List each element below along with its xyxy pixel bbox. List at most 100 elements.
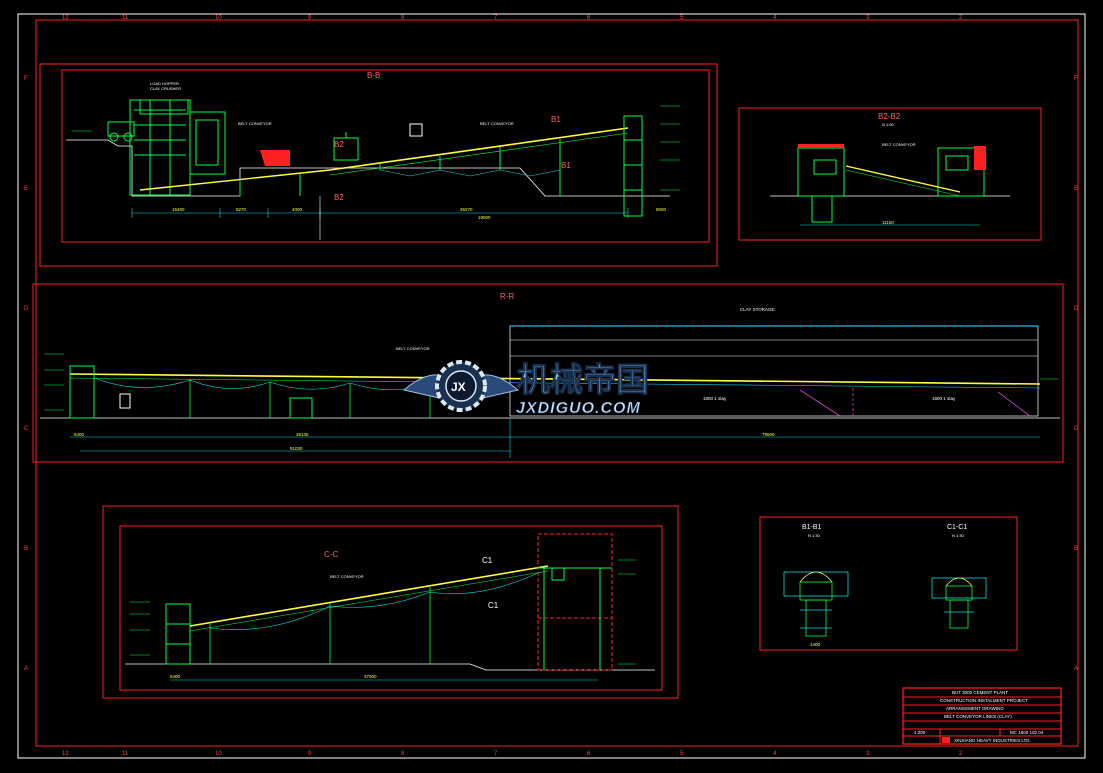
rr-dim: 36135 [296,432,309,437]
bb-section-mark: B1 [561,161,571,170]
bb-section-mark: B2 [334,193,344,202]
border-letter-right: F [1074,76,1078,82]
b2b2-note: BELT CONVEYOR [882,142,916,147]
view-c1c1-scale: N 1:30 [952,533,965,538]
border-letter-right: C [1074,426,1079,432]
title-block-drawing-title: BELT CONVEYOR LINES (CLAY) [944,714,1012,719]
title-block-drawing-type: ARRANGEMENT DRAWING [946,706,1004,711]
view-b2b2: B2-B2 N 1:50 11150 BELT CONVEYOR [738,107,1042,241]
watermark-logo: JX 机械帝国 JXDIGUO.COM [402,360,650,417]
border-tick-top: 4 [773,15,777,21]
border-tick-bottom: 2 [959,751,963,757]
cc-ground-line [125,663,655,671]
view-cc: C-C BELT CONVEYOR C1 C1 5400 37000 [102,505,679,699]
view-rr: R-R CLAY STORAGE 1800 1 stay [32,283,1064,463]
border-tick-top: 2 [959,15,963,21]
view-b2b2-scale: N 1:50 [882,122,895,127]
border-letter-left: D [24,306,29,312]
view-rr-title: R-R [500,292,514,301]
rr-bay-label: 1800 1 stay [932,396,956,401]
c1c1-section [931,577,987,629]
border-letter-left: E [24,186,28,192]
border-tick-top: 3 [866,15,870,21]
bb-dim: 36270 [460,207,473,212]
cc-note: BELT CONVEYOR [330,574,364,579]
border-ticks: 12 11 10 9 8 7 6 5 4 3 2 12 11 10 9 8 7 … [24,15,1079,757]
b1b1-dim: 1400 [810,642,821,647]
bb-note: BELT CONVEYOR [238,121,272,126]
bb-red-hopper [260,150,290,166]
bb-dim: 15400 [172,207,185,212]
bb-conveyor-low [139,169,331,191]
rr-conveyor [69,373,1041,385]
border-tick-top: 10 [215,15,222,21]
view-b1b1-title: B1-B1 [802,524,822,531]
border-letter-left: F [24,76,28,82]
view-b1b1-c1c1: B1-B1 N 1:30 C1-C1 N 1:30 1400 [759,516,1018,651]
view-bb-title: B-B [367,71,380,80]
rr-dim: 5400 [74,432,85,437]
bb-note: CLAY CRUSHER [150,86,181,91]
watermark-emblem: JX [451,380,466,394]
cc-head-building [537,533,613,671]
border-tick-bottom: 4 [773,751,777,757]
bb-note: BELT CONVEYOR [480,121,514,126]
border-letter-right: E [1074,186,1078,192]
bb-section-mark: B1 [551,115,561,124]
title-block-project: BUT 3000 CEMENT PLANT [952,690,1008,695]
bb-ground-line [66,139,670,197]
bb-dim: 8270 [236,207,247,212]
title-block-drawing-no: MC 1800 102 04 [1010,730,1044,735]
bb-dim: 4000 [292,207,303,212]
border-tick-top: 9 [308,15,312,21]
view-b1b1-scale: N 1:30 [808,533,821,538]
border-letter-left: B [24,546,28,552]
bb-conveyor-main [329,127,629,171]
title-block-scale: 1:200 [914,730,926,735]
border-tick-bottom: 10 [215,751,222,757]
title-block-subproject: CONSTRUCTION INSTALMENT PROJECT [940,698,1028,703]
border-tick-bottom: 11 [122,751,129,757]
border-tick-top: 11 [122,15,129,21]
rr-head-tower [69,365,95,419]
view-b2b2-title: B2-B2 [878,112,901,121]
bb-dim: 8000 [656,207,667,212]
cc-conveyor [189,565,549,627]
border-tick-bottom: 9 [308,751,312,757]
cc-section-mark: C1 [488,601,499,610]
title-block: BUT 3000 CEMENT PLANT CONSTRUCTION INSTA… [902,687,1062,745]
rr-bay-label: 1800 1 stay [703,396,727,401]
b2b2-conveyor [845,165,961,193]
border-tick-bottom: 8 [401,751,405,757]
cc-section-mark: C1 [482,556,493,565]
rr-dim: 81030 [290,446,303,451]
title-block-company: XINXIANG HEAVY INDUSTRIES LTD. [954,738,1031,743]
border-tick-top: 5 [680,15,684,21]
border-tick-bottom: 5 [680,751,684,757]
bb-section-mark: B2 [334,140,344,149]
border-letter-right: A [1074,666,1078,672]
rr-storage-label: CLAY STORAGE [740,307,775,312]
b2b2-dim: 11150 [882,220,894,225]
border-letter-left: C [24,426,29,432]
border-tick-top: 12 [62,15,69,21]
border-tick-top: 6 [587,15,591,21]
view-c1c1-title: C1-C1 [947,524,967,531]
b1b1-section [783,571,849,637]
border-letter-right: D [1074,306,1079,312]
border-tick-bottom: 7 [494,751,498,757]
border-tick-top: 7 [494,15,498,21]
border-tick-bottom: 6 [587,751,591,757]
view-cc-title: C-C [324,550,338,559]
sheet-border [17,13,1086,759]
bb-dim: 19000 [478,215,491,220]
watermark-brand-en: JXDIGUO.COM [516,400,641,417]
border-letter-left: A [24,666,28,672]
bb-dump-truck [107,121,135,137]
border-tick-top: 8 [401,15,405,21]
border-tick-bottom: 3 [866,751,870,757]
rr-dim: 79500 [762,432,775,437]
watermark-brand-cn: 机械帝国 [517,360,649,399]
cc-dim: 37000 [364,674,377,679]
